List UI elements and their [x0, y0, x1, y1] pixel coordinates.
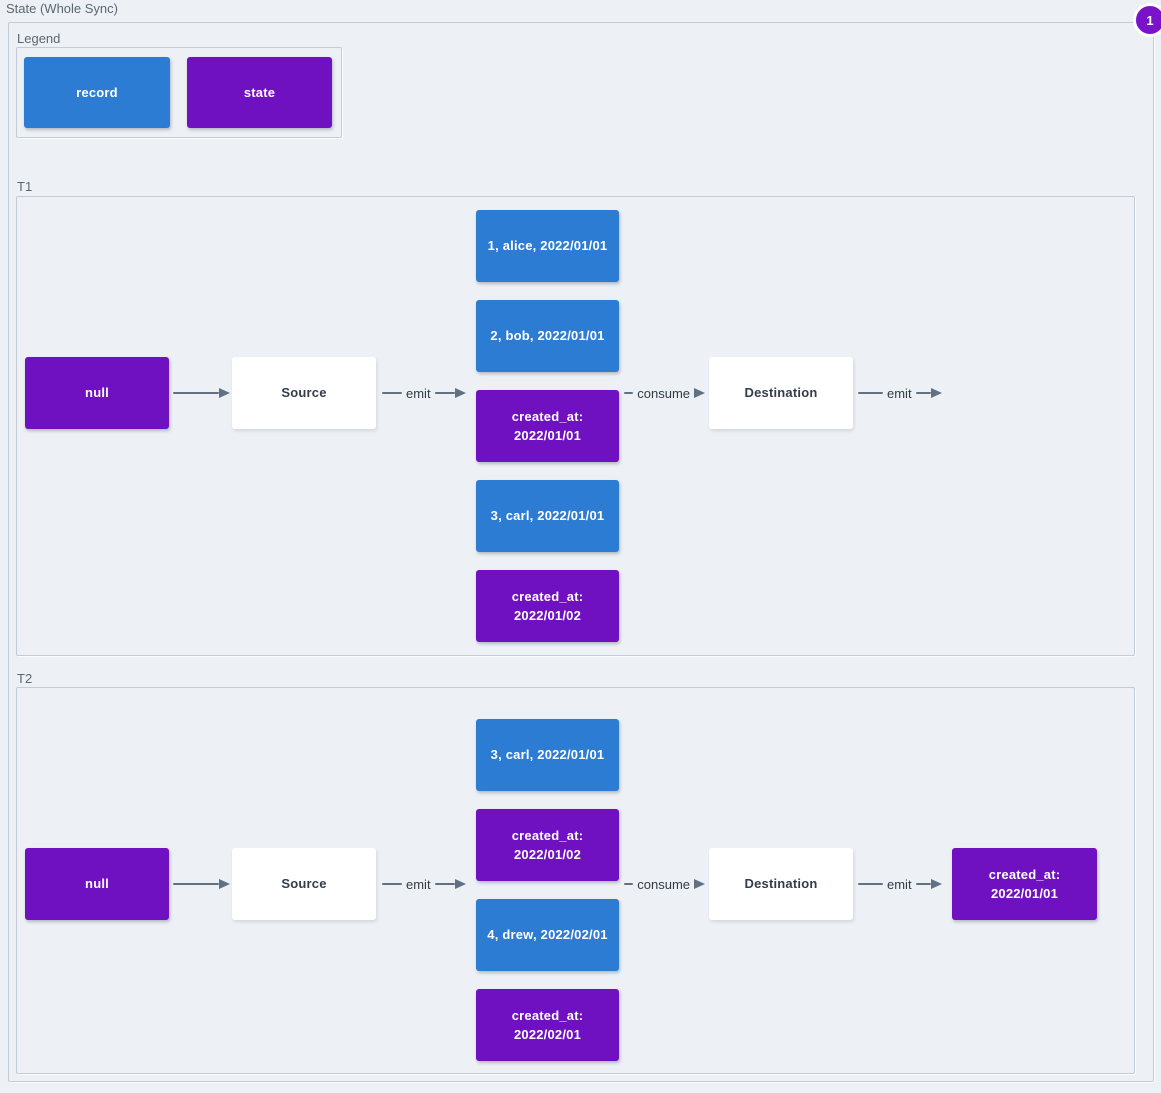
t1-emit-source-label: emit [406, 385, 431, 401]
arrow-line [382, 391, 402, 395]
section-t2-title: T2 [17, 671, 33, 686]
arrow-line [915, 882, 931, 886]
t1-stack-item-3: created_at: 2022/01/01 [476, 390, 619, 462]
t1-source-label: Source [281, 385, 327, 401]
t1-arrow-null-to-source [173, 383, 230, 403]
arrow-line [858, 882, 883, 886]
section-t2-group [16, 687, 1135, 1074]
t2-null-node: null [25, 848, 169, 920]
t2-null-label: null [85, 876, 109, 892]
t2-emit-source-label: emit [406, 876, 431, 892]
t2-stack-item-4-label: created_at: 2022/02/01 [511, 1007, 584, 1043]
t1-emit-destination-label: emit [887, 385, 912, 401]
t1-null-label: null [85, 385, 109, 401]
arrow-line [624, 882, 634, 886]
arrow-line [434, 391, 455, 395]
t1-null-node: null [25, 357, 169, 429]
arrow-line [624, 391, 634, 395]
t1-stack-item-4: 3, carl, 2022/01/01 [476, 480, 619, 552]
t1-stack-item-3-label: created_at: 2022/01/01 [511, 408, 584, 444]
legend-record-label: record [76, 84, 118, 100]
t2-stack-item-3: 4, drew, 2022/02/01 [476, 899, 619, 971]
legend-title: Legend [17, 31, 61, 46]
t2-stack-item-2-label: created_at: 2022/01/02 [511, 827, 584, 863]
t2-link-emit-source: emit [382, 874, 466, 894]
t2-source-node: Source [232, 848, 376, 920]
t1-link-consume: consume [624, 383, 705, 403]
t1-stack-item-5-label: created_at: 2022/01/02 [511, 588, 584, 624]
t2-consume-label: consume [637, 876, 690, 892]
arrowhead-icon [694, 879, 705, 889]
arrow-line [382, 882, 402, 886]
t1-link-emit-source: emit [382, 383, 466, 403]
t1-source-node: Source [232, 357, 376, 429]
arrowhead-icon [219, 388, 230, 398]
t2-stack-item-4: created_at: 2022/02/01 [476, 989, 619, 1061]
arrowhead-icon [931, 879, 942, 889]
t1-consume-label: consume [637, 385, 690, 401]
t1-stack-item-2-label: 2, bob, 2022/01/01 [490, 328, 605, 344]
t1-destination-label: Destination [744, 385, 818, 401]
arrowhead-icon [455, 879, 466, 889]
t2-stack-item-1-label: 3, carl, 2022/01/01 [490, 747, 605, 763]
legend-state-label: state [243, 84, 276, 100]
t1-link-emit-destination: emit [858, 383, 942, 403]
arrowhead-icon [694, 388, 705, 398]
arrow-line [173, 391, 219, 395]
arrowhead-icon [455, 388, 466, 398]
t2-output-state-label: created_at: 2022/01/01 [988, 866, 1061, 902]
diagram-title: State (Whole Sync) [6, 1, 118, 16]
t1-destination-node: Destination [709, 357, 853, 429]
t2-emit-destination-label: emit [887, 876, 912, 892]
t2-stack-item-1: 3, carl, 2022/01/01 [476, 719, 619, 791]
arrow-line [858, 391, 883, 395]
t2-stack-item-3-label: 4, drew, 2022/02/01 [487, 927, 608, 943]
arrowhead-icon [219, 879, 230, 889]
t1-stack-item-5: created_at: 2022/01/02 [476, 570, 619, 642]
section-t1-group [16, 196, 1135, 656]
t1-stack-item-2: 2, bob, 2022/01/01 [476, 300, 619, 372]
t2-link-consume: consume [624, 874, 705, 894]
t2-output-state-node: created_at: 2022/01/01 [952, 848, 1097, 920]
section-t1-title: T1 [17, 179, 33, 194]
legend-group [16, 47, 342, 138]
legend-state-node: state [187, 57, 332, 128]
t2-source-label: Source [281, 876, 327, 892]
t2-destination-node: Destination [709, 848, 853, 920]
t2-link-emit-destination: emit [858, 874, 942, 894]
t1-stack-item-1-label: 1, alice, 2022/01/01 [487, 238, 608, 254]
t1-stack-item-1: 1, alice, 2022/01/01 [476, 210, 619, 282]
arrowhead-icon [931, 388, 942, 398]
arrow-line [915, 391, 931, 395]
t1-stack-item-4-label: 3, carl, 2022/01/01 [490, 508, 605, 524]
state-whole-sync-group [8, 22, 1154, 1082]
arrow-line [434, 882, 455, 886]
t2-arrow-null-to-source [173, 874, 230, 894]
legend-record-node: record [24, 57, 170, 128]
t2-destination-label: Destination [744, 876, 818, 892]
t2-stack-item-2: created_at: 2022/01/02 [476, 809, 619, 881]
annotation-badge[interactable]: 1 [1133, 3, 1161, 37]
arrow-line [173, 882, 219, 886]
